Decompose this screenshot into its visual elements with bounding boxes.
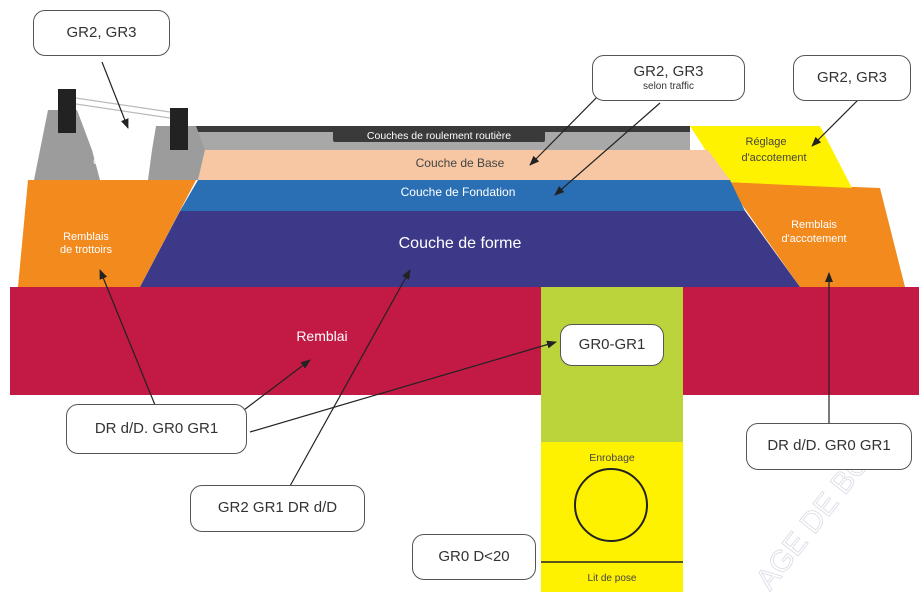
callout-forme: GR2 GR1 DR d/D: [190, 485, 365, 532]
callout-right-remblai-text: DR d/D. GR0 GR1: [767, 437, 891, 455]
guardrail-line: [75, 97, 171, 113]
callout-right-remblai: DR d/D. GR0 GR1: [746, 423, 912, 470]
label-remblai: Remblai: [296, 328, 347, 344]
guardrail-line: [75, 103, 171, 119]
label-remblais-trottoirs-1: Remblais: [63, 231, 109, 243]
label-fondation: Couche de Fondation: [401, 185, 516, 199]
callout-lit: GR0 D<20: [412, 534, 536, 580]
label-reglage-1: Réglage: [746, 136, 787, 148]
curb-left: [58, 89, 76, 133]
remblais-accotement-area: [726, 182, 905, 287]
arrow-structure: [101, 61, 129, 129]
label-base: Couche de Base: [416, 156, 505, 170]
callout-top-center-text: GR2, GR3: [633, 63, 704, 81]
arrow-base: [529, 85, 609, 166]
label-remblais-accotement-1: Remblais: [791, 219, 837, 231]
callout-lit-text: GR0 D<20: [438, 547, 510, 565]
callout-top-center: GR2, GR3 selon traffic: [592, 55, 745, 101]
structure-trottoirs-right: [148, 126, 205, 180]
label-structure-trottoirs-1: Structure: [99, 141, 142, 153]
label-enrobage: Enrobage: [589, 452, 635, 464]
label-roulement: Couches de roulement routière: [367, 130, 511, 142]
couche-roulement-label-bg: [333, 128, 545, 142]
label-remblais-accotement-2: d'accotement: [781, 233, 846, 245]
couche-fondation-layer: [180, 180, 745, 211]
pipe-circle: [574, 468, 648, 542]
callout-top-left: GR2, GR3: [33, 10, 170, 56]
couche-forme-layer: [140, 211, 800, 287]
arrow-remblai: [239, 359, 311, 414]
callout-left-remblai: DR d/D. GR0 GR1: [66, 404, 247, 454]
label-lit-de-pose: Lit de pose: [588, 573, 637, 584]
arrow-remblais-trottoirs: [99, 269, 156, 406]
label-forme: Couche de forme: [399, 235, 522, 252]
arrows-group: [99, 61, 871, 487]
remblais-trottoirs-area: [18, 180, 196, 287]
remblai-layer: [10, 287, 919, 395]
curb-right: [170, 108, 188, 150]
callout-top-left-text: GR2, GR3: [66, 23, 137, 41]
arrow-fondation: [554, 102, 661, 196]
callout-top-right: GR2, GR3: [793, 55, 911, 101]
callout-trench: GR0-GR1: [560, 324, 664, 366]
label-structure-trottoirs-2: de trottoirs: [93, 155, 143, 167]
structure-trottoirs-left: [34, 110, 100, 180]
callout-left-remblai-text: DR d/D. GR0 GR1: [94, 419, 219, 437]
callout-top-center-sub: selon traffic: [643, 80, 694, 92]
label-reglage-2: d'accotement: [741, 152, 806, 164]
callout-trench-text: GR0-GR1: [578, 335, 646, 353]
arrow-forme: [289, 269, 411, 487]
trench-enrobage: [541, 442, 683, 592]
label-remblais-trottoirs-2: de trottoirs: [60, 244, 112, 256]
arrow-trench: [249, 340, 557, 433]
callout-top-right-text: GR2, GR3: [816, 68, 888, 86]
callout-forme-text: GR2 GR1 DR d/D: [217, 499, 338, 517]
